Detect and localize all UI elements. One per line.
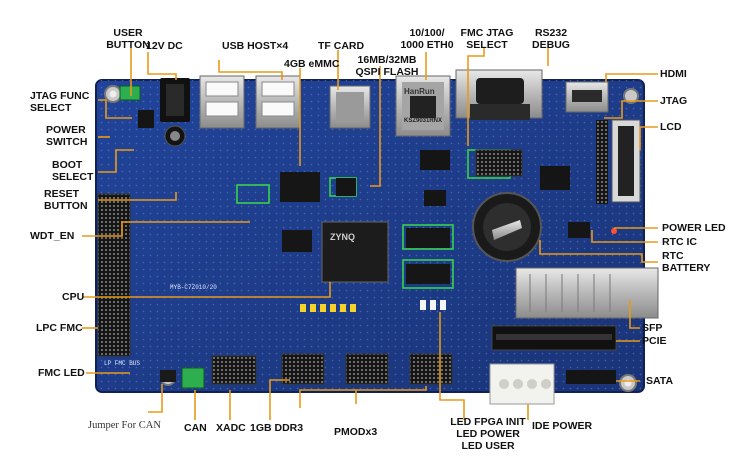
power-led <box>611 228 617 234</box>
label-fmc-led: FMC LED <box>38 367 85 379</box>
pmod-headers <box>281 353 453 385</box>
rs232-connector <box>455 69 543 120</box>
label-ddr3: 1GB DDR3 <box>250 422 304 434</box>
label-ide-power: IDE POWER <box>532 420 593 432</box>
led-array <box>300 300 446 312</box>
label-sata: SATA <box>646 375 674 387</box>
label-hdmi: HDMI <box>660 68 687 80</box>
label-led-block: LED FPGA INIT LED POWER LED USER <box>450 416 526 452</box>
label-jtag-func: JTAG FUNC SELECT <box>30 90 90 114</box>
svg-text:HanRun: HanRun <box>404 87 435 96</box>
lcd-header-strip <box>596 120 608 204</box>
label-power-led: POWER LED <box>662 222 726 234</box>
cpu-chip-label: ZYNQ <box>330 232 355 242</box>
lpc-fmc-connector <box>97 193 131 357</box>
rtc-ic <box>568 222 590 238</box>
label-jumper-can: Jumper For CAN <box>88 420 161 431</box>
label-power-switch: POWER SWITCH <box>46 124 88 148</box>
sata-connector <box>566 370 616 384</box>
label-sfp: SFP <box>642 322 663 334</box>
xadc-header <box>211 355 257 385</box>
jtag-header <box>475 149 523 177</box>
hdmi-connector <box>565 81 609 113</box>
lcd-connector <box>611 119 641 203</box>
label-xadc: XADC <box>216 422 246 434</box>
label-rtc-ic: RTC IC <box>662 236 697 248</box>
label-wdt-en: WDT_EN <box>30 230 75 242</box>
label-lcd: LCD <box>660 121 682 133</box>
label-boot-select: BOOT SELECT <box>52 159 94 183</box>
pcie-slot <box>491 325 617 351</box>
usb-ports <box>199 75 301 129</box>
eth-chip-label: KSZ9031RNX <box>404 118 443 124</box>
label-fmc-jtag: FMC JTAG SELECT <box>460 27 514 51</box>
label-reset-button: RESET BUTTON <box>44 188 88 212</box>
label-lines <box>82 48 658 420</box>
label-user-button: USER BUTTON <box>106 27 150 51</box>
label-jtag: JTAG <box>660 95 688 107</box>
board-silk-lpc: LP FMC BUS <box>104 360 141 367</box>
label-tf-card: TF CARD <box>318 40 365 52</box>
label-can: CAN <box>184 422 207 434</box>
dc-jack <box>119 78 190 147</box>
label-rs232: RS232 DEBUG <box>532 27 570 51</box>
can-terminal <box>181 367 205 389</box>
emmc-chip <box>280 172 320 202</box>
label-pcie: PCIE <box>642 335 667 347</box>
label-eth: 10/100/ 1000 ETH0 <box>400 27 454 51</box>
tf-card-slot <box>329 85 371 129</box>
ide-power-connector <box>489 363 555 405</box>
sfp-cage <box>515 267 659 319</box>
label-rtc-battery: RTC BATTERY <box>662 250 711 274</box>
cpu-zynq: ZYNQ <box>321 221 389 283</box>
ddr3-chips <box>282 228 450 284</box>
label-cpu: CPU <box>62 291 85 303</box>
label-pmod: PMODx3 <box>334 426 378 438</box>
label-emmc: 4GB eMMC <box>284 58 340 70</box>
rtc-battery <box>472 192 542 262</box>
label-usb-host: USB HOST×4 <box>222 40 289 52</box>
ethernet-port: HanRun <box>395 75 451 137</box>
label-12v-dc: 12V DC <box>146 40 183 52</box>
can-jumper <box>160 370 176 382</box>
board-id-silk: MYB-C7Z010/20 <box>170 284 217 291</box>
label-lpc-fmc: LPC FMC <box>36 322 83 334</box>
label-qspi: 16MB/32MB QSPI FLASH <box>355 54 419 78</box>
misc-chips <box>138 110 570 206</box>
